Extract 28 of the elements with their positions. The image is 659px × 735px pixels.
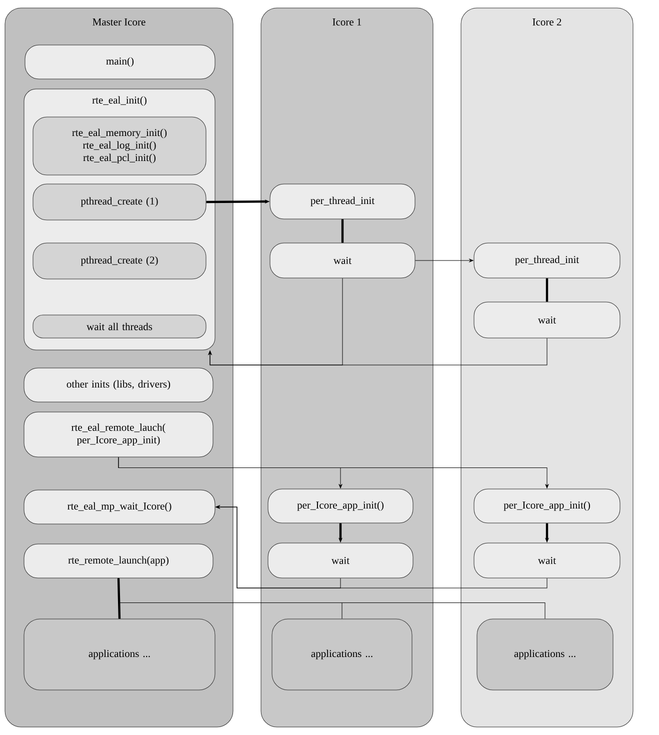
process-box: wait [474,302,620,338]
process-box: pthread_create (1) [32,184,206,220]
process-box: wait [474,542,620,578]
process-box: wait [270,242,416,278]
connector-line [341,219,344,243]
process-box: applications ... [476,618,614,690]
connector-line [118,578,546,619]
process-box: per_Icore_app_init() [268,488,414,524]
process-box: other inits (libs, drivers) [24,368,214,402]
process-box: rte_eal_mp_wait_Icore() [24,490,216,524]
process-box: wait [268,542,414,578]
arrow [118,457,549,488]
process-box: main() [24,44,216,80]
process-box: applications ... [272,618,412,690]
process-box: pthread_create (2) [32,242,206,280]
process-box: rte_eal_memory_init() rte_eal_log_init() rte_eal_pcl_init() [32,116,206,176]
process-box: rte_remote_launch(app) [24,544,214,578]
process-box: rte_eal_remote_lauch( per_Icore_app_init) [24,412,214,458]
arrow [216,505,548,588]
connector-line [546,278,548,302]
process-box: applications ... [24,618,216,690]
arrow [208,338,548,366]
process-box: wait all threads [32,314,206,338]
process-box: per_thread_init [270,184,416,220]
arrow [415,258,474,262]
process-box: per_Icore_app_init() [474,488,620,524]
process-box: per_thread_init [474,242,620,278]
connector-line [117,578,121,619]
